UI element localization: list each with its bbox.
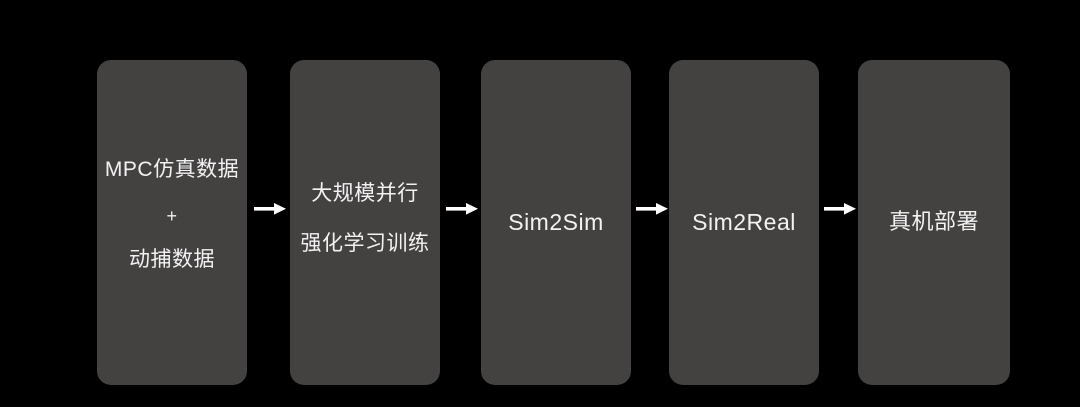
stage-label-secondary: 动捕数据 <box>129 248 215 272</box>
stage-node-sim2sim[interactable]: Sim2Sim <box>481 60 631 385</box>
arrow-right-icon <box>824 201 856 217</box>
stage-node-content: Sim2Sim <box>481 208 631 235</box>
stage-label-primary: MPC仿真数据 <box>104 157 240 181</box>
stage-label-secondary: 强化学习训练 <box>300 231 430 255</box>
stage-node-real-robot-deployment[interactable]: 真机部署 <box>858 60 1010 385</box>
stage-node-mpc-simulation-data[interactable]: MPC仿真数据 + 动捕数据 <box>97 60 247 385</box>
stage-node-large-scale-parallel-rl-training[interactable]: 大规模并行 强化学习训练 <box>290 60 440 385</box>
stage-label-primary: Sim2Real <box>692 208 796 235</box>
stage-label-primary: 大规模并行 <box>311 182 419 206</box>
stage-node-content: 真机部署 <box>858 210 1010 234</box>
stage-node-sim2real[interactable]: Sim2Real <box>669 60 819 385</box>
stage-label-primary: 真机部署 <box>888 209 979 235</box>
stage-node-content: MPC仿真数据 + 动捕数据 <box>97 158 247 272</box>
stage-node-content: 大规模并行 强化学习训练 <box>290 182 440 254</box>
stage-label-primary: Sim2Sim <box>508 208 604 235</box>
arrow-right-icon <box>254 201 286 217</box>
stage-label-plus: + <box>166 205 178 226</box>
arrow-right-icon <box>446 201 478 217</box>
stage-node-content: Sim2Real <box>669 208 819 235</box>
arrow-right-icon <box>636 201 668 217</box>
